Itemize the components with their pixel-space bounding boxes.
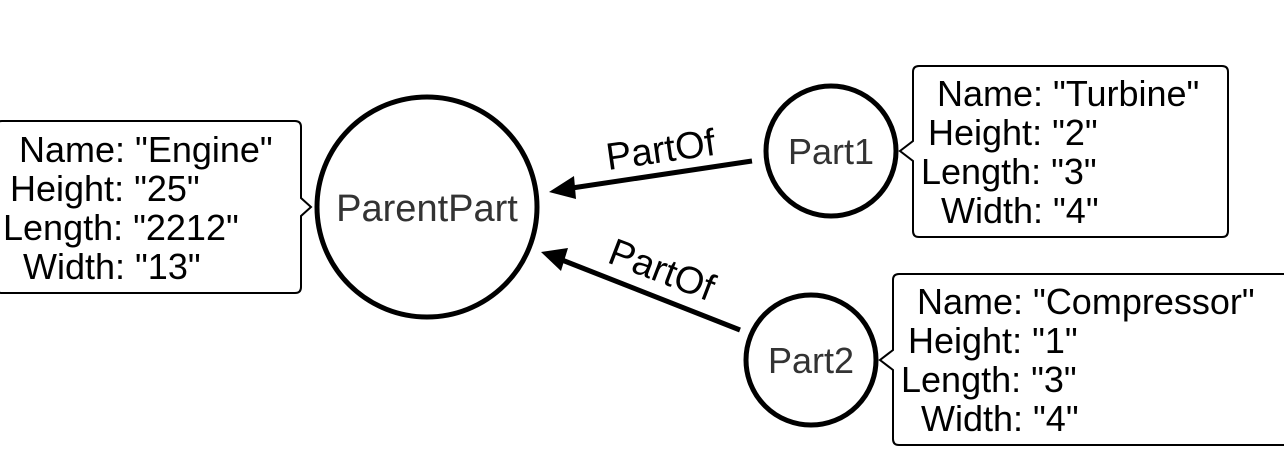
property-height: Height: "2" bbox=[928, 112, 1098, 153]
edge-part1-to-parent: PartOf bbox=[549, 122, 753, 199]
edge-line-part1 bbox=[571, 158, 753, 191]
node-label: Part2 bbox=[768, 340, 854, 381]
node-part1: Part1 bbox=[763, 83, 899, 219]
callout-parent-properties: Name: "Engine" Height: "25" Length: "221… bbox=[0, 120, 313, 294]
property-length: Length: "3" bbox=[921, 151, 1097, 192]
property-width: Width: "4" bbox=[921, 398, 1079, 439]
callout-box bbox=[898, 65, 1229, 238]
property-width: Width: "4" bbox=[941, 190, 1099, 231]
property-name: Name: "Compressor" bbox=[917, 281, 1255, 322]
node-circle bbox=[763, 83, 899, 219]
arrowhead-icon bbox=[541, 248, 568, 271]
callout-part2-properties: Name: "Compressor" Height: "1" Length: "… bbox=[878, 273, 1284, 446]
edge-part2-to-parent: PartOf bbox=[541, 231, 741, 333]
arrowhead-icon bbox=[549, 176, 576, 199]
node-circle bbox=[314, 94, 540, 320]
property-name: Name: "Turbine" bbox=[937, 73, 1199, 114]
node-label: ParentPart bbox=[336, 188, 518, 230]
property-length: Length: "3" bbox=[901, 359, 1077, 400]
callout-box bbox=[878, 273, 1284, 446]
node-label: Part1 bbox=[788, 131, 874, 172]
callout-box bbox=[0, 120, 313, 294]
node-parent-part: ParentPart bbox=[314, 94, 540, 320]
node-circle bbox=[743, 292, 879, 428]
property-name: Name: "Engine" bbox=[19, 129, 273, 170]
property-width: Width: "13" bbox=[23, 246, 201, 287]
edge-line-part2 bbox=[561, 257, 741, 333]
property-height: Height: "25" bbox=[10, 168, 200, 209]
node-part2: Part2 bbox=[743, 292, 879, 428]
property-height: Height: "1" bbox=[908, 320, 1078, 361]
property-length: Length: "2212" bbox=[3, 207, 239, 248]
callout-part1-properties: Name: "Turbine" Height: "2" Length: "3" … bbox=[898, 65, 1229, 238]
